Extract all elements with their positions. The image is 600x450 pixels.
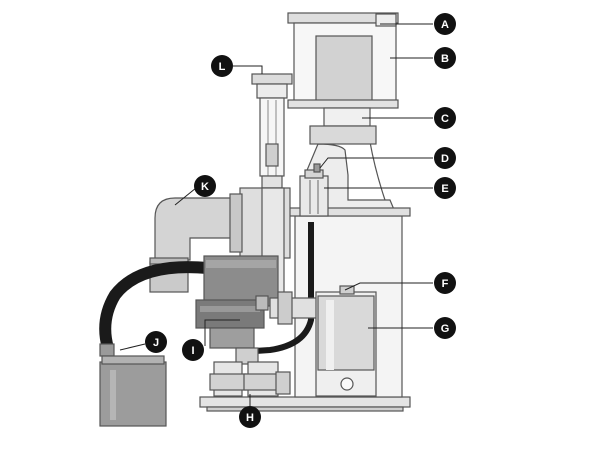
callout-label-D: D (441, 153, 449, 165)
callout-I: I (182, 339, 204, 361)
callout-label-F: F (442, 278, 449, 290)
callout-E: E (434, 177, 456, 199)
callout-A: A (434, 13, 456, 35)
leader-lines (119, 23, 433, 407)
body-connector (269, 291, 319, 325)
valve-tube (239, 222, 314, 355)
callout-label-H: H (246, 412, 254, 424)
pump (195, 255, 279, 365)
callout-K: K (194, 175, 216, 197)
callout-F: F (434, 272, 456, 294)
collection-cup (287, 12, 399, 109)
callout-H: H (239, 406, 261, 428)
callout-C: C (434, 107, 456, 129)
callout-L: L (211, 55, 233, 77)
callout-label-C: C (441, 113, 449, 125)
flange-plate (277, 207, 411, 217)
pump-feet (209, 361, 291, 397)
cup-riser (309, 107, 377, 145)
callout-label-J: J (153, 337, 159, 349)
callout-label-B: B (441, 53, 449, 65)
air-pump (99, 343, 167, 427)
callout-J: J (145, 331, 167, 353)
callout-label-G: G (441, 323, 450, 335)
base-platform (199, 396, 411, 412)
air-silencer (251, 73, 293, 189)
callout-D: D (434, 147, 456, 169)
air-hose (99, 261, 209, 350)
callout-label-K: K (201, 181, 209, 193)
callout-label-E: E (441, 183, 448, 195)
callout-B: B (434, 47, 456, 69)
air-valve (299, 163, 329, 217)
callout-G: G (434, 317, 456, 339)
callout-label-A: A (441, 19, 449, 31)
callout-label-L: L (219, 61, 226, 73)
reservoir (315, 285, 377, 397)
callout-label-I: I (191, 345, 194, 357)
